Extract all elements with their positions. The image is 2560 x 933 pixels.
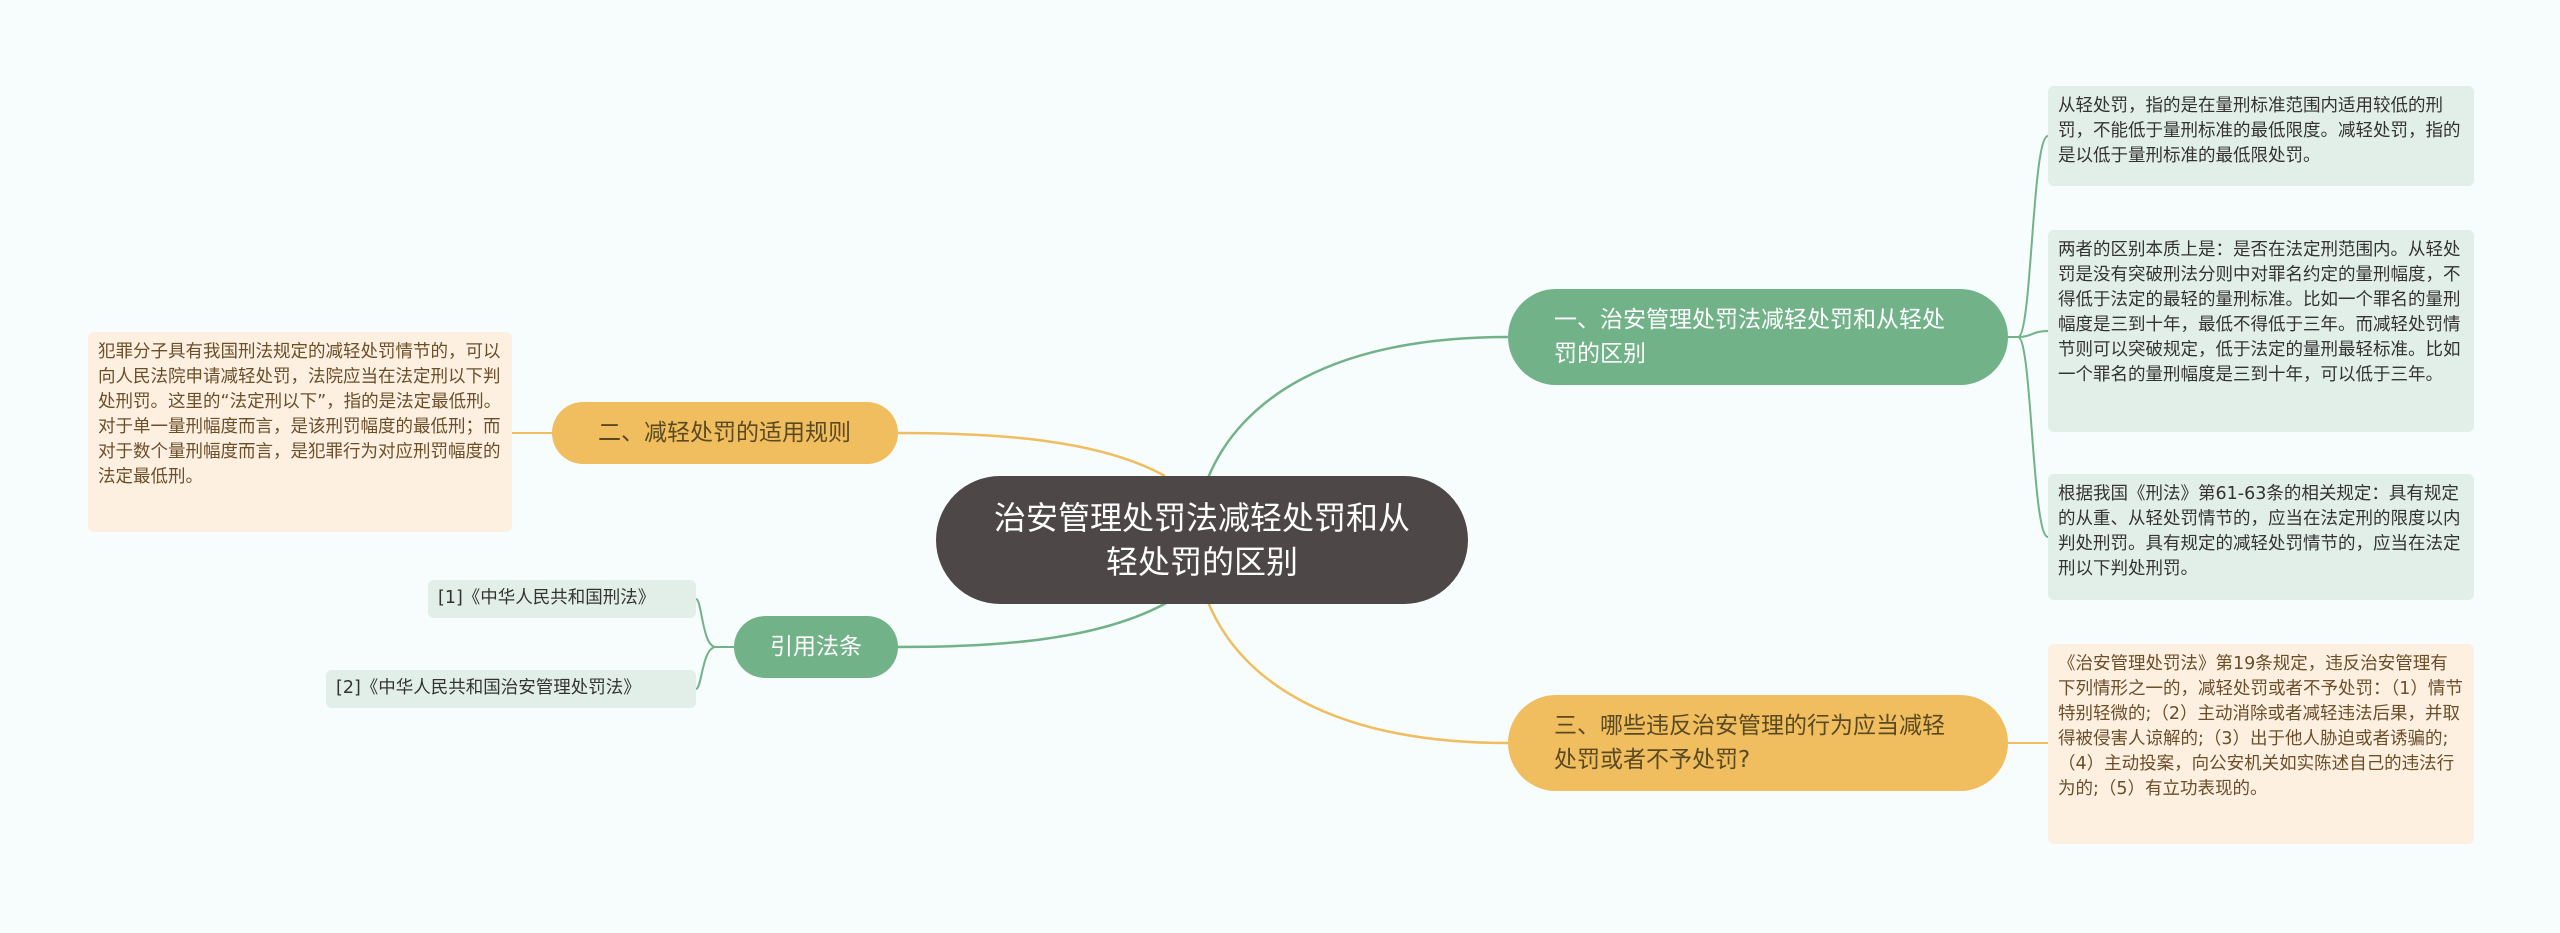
edge-root-b1 [1206,335,1509,479]
edge-b1-l1 [2008,135,2049,338]
branch-mitigation-rules-label: 二、减轻处罚的适用规则 [598,420,851,446]
leaf-definitions-text: 从轻处罚，指的是在量刑标准范围内适用较低的刑罚，不能低于量刑标准的最低限度。减轻… [2058,96,2461,166]
leaf-definitions[interactable]: 从轻处罚，指的是在量刑标准范围内适用较低的刑罚，不能低于量刑标准的最低限度。减轻… [2048,86,2474,186]
edge-root-b2 [897,431,1166,478]
leaf-article-19-text: 《治安管理处罚法》第19条规定，违反治安管理有下列情形之一的，减轻处罚或者不予处… [2058,654,2463,799]
branch-which-behaviors[interactable]: 三、哪些违反治安管理的行为应当减轻处罚或者不予处罚? [1508,695,2008,791]
leaf-criminal-law-articles[interactable]: 根据我国《刑法》第61-63条的相关规定：具有规定的从重、从轻处罚情节的，应当在… [2048,474,2474,600]
branch-cited-laws-label: 引用法条 [770,634,862,660]
leaf-article-19[interactable]: 《治安管理处罚法》第19条规定，违反治安管理有下列情形之一的，减轻处罚或者不予处… [2048,644,2474,844]
root-topic[interactable]: 治安管理处罚法减轻处罚和从轻处罚的区别 [936,476,1468,604]
branch-mitigation-rules[interactable]: 二、减轻处罚的适用规则 [552,402,898,464]
leaf-mitigation-rules-detail-text: 犯罪分子具有我国刑法规定的减轻处罚情节的，可以向人民法院申请减轻处罚，法院应当在… [98,342,502,487]
edge-root-b4 [897,600,1169,649]
leaf-criminal-law-articles-text: 根据我国《刑法》第61-63条的相关规定：具有规定的从重、从轻处罚情节的，应当在… [2058,484,2461,579]
reference-criminal-law[interactable]: [1]《中华人民共和国刑法》 [428,580,696,618]
reference-public-security-law[interactable]: [2]《中华人民共和国治安管理处罚法》 [326,670,696,708]
reference-criminal-law-text: [1]《中华人民共和国刑法》 [438,588,656,608]
branch-cited-laws[interactable]: 引用法条 [734,616,898,678]
leaf-essential-difference-text: 两者的区别本质上是：是否在法定刑范围内。从轻处罚是没有突破刑法分则中对罪名约定的… [2058,240,2461,385]
branch-which-behaviors-label: 三、哪些违反治安管理的行为应当减轻处罚或者不予处罚? [1554,713,1945,773]
leaf-essential-difference[interactable]: 两者的区别本质上是：是否在法定刑范围内。从轻处罚是没有突破刑法分则中对罪名约定的… [2048,230,2474,432]
reference-public-security-law-text: [2]《中华人民共和国治安管理处罚法》 [336,678,641,698]
edge-b4-r2 [695,646,734,690]
edge-b1-l3 [2008,336,2049,538]
leaf-mitigation-rules-detail[interactable]: 犯罪分子具有我国刑法规定的减轻处罚情节的，可以向人民法院申请减轻处罚，法院应当在… [88,332,512,532]
branch-difference[interactable]: 一、治安管理处罚法减轻处罚和从轻处罚的区别 [1508,289,2008,385]
edge-root-b3 [1206,601,1509,745]
edge-b4-r1 [695,598,734,648]
root-topic-label: 治安管理处罚法减轻处罚和从轻处罚的区别 [993,499,1410,581]
branch-difference-label: 一、治安管理处罚法减轻处罚和从轻处罚的区别 [1554,307,1945,367]
